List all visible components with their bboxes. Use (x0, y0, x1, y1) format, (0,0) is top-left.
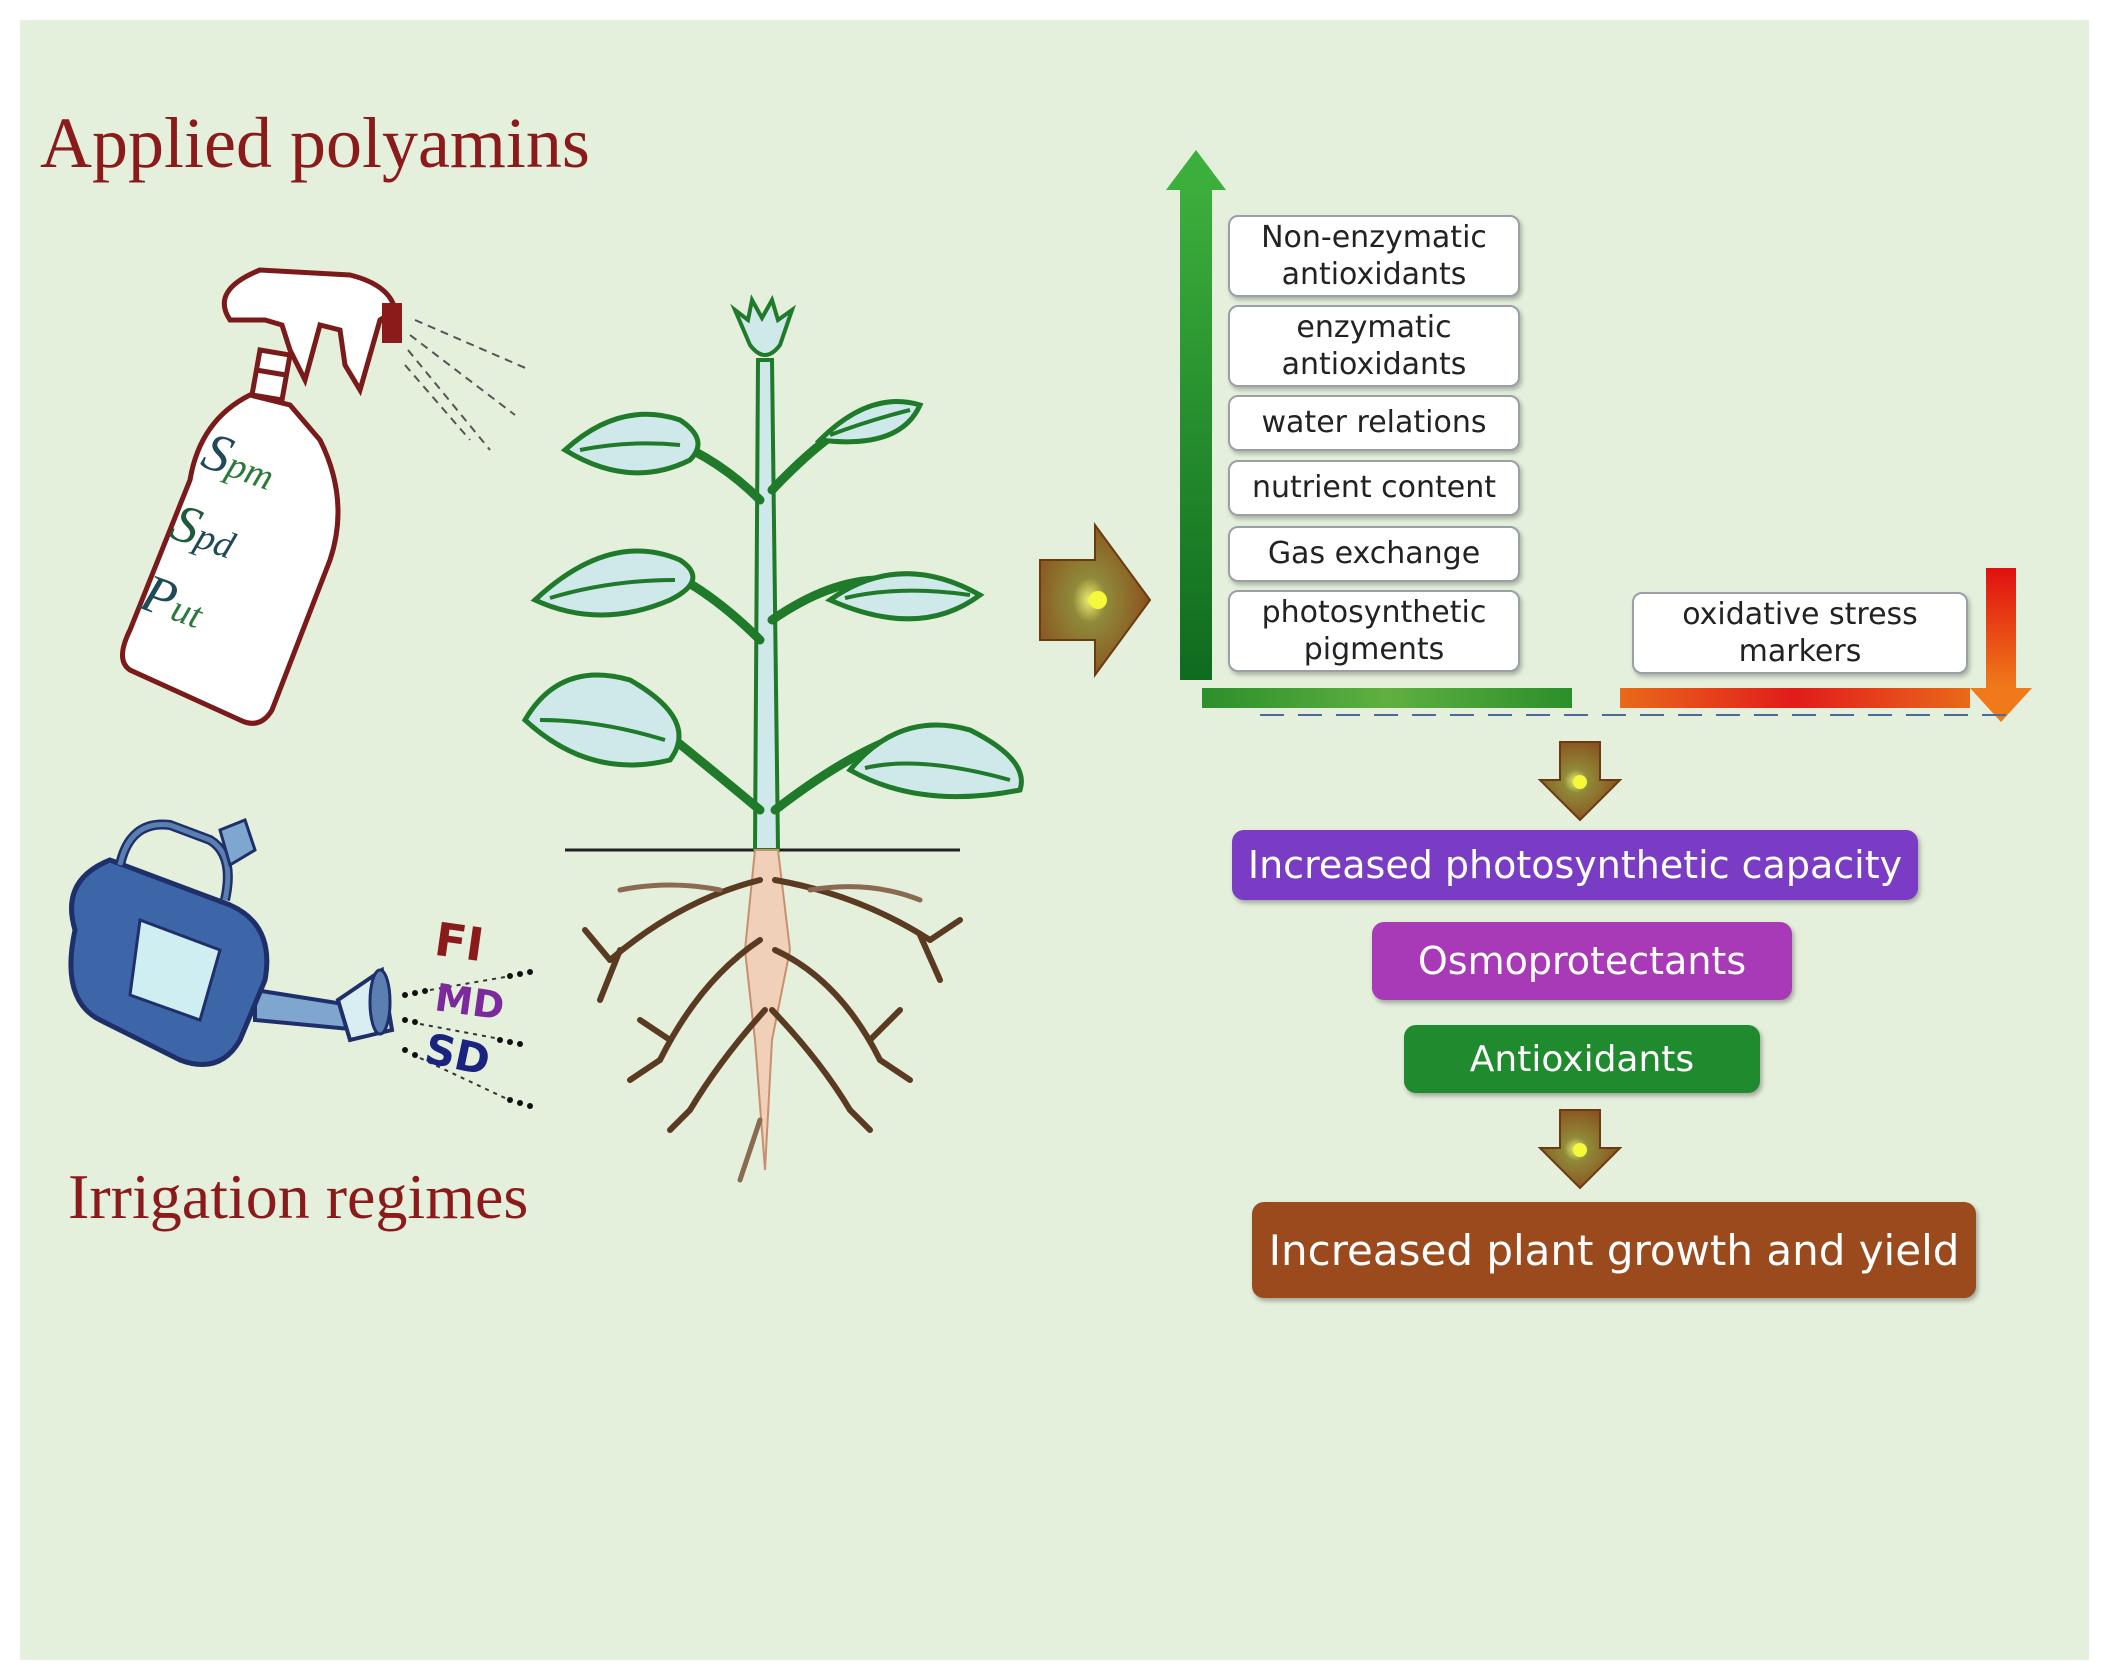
increased-photosynthetic-capacity-box: Increased photosynthetic capacity (1232, 830, 1918, 900)
box-photosynthetic-pigments: photosynthetic pigments (1228, 590, 1520, 672)
box-enzymatic-antioxidants: enzymatic antioxidants (1228, 305, 1520, 387)
irrigation-regimes-title: Irrigation regimes (68, 1161, 529, 1232)
watering-can-icon (68, 818, 533, 1109)
applied-polyamines-title: Applied polyamins (40, 103, 590, 183)
osmoprotectants-box: Osmoprotectants (1372, 922, 1792, 1000)
down-arrow-icon-1 (1537, 741, 1623, 822)
increase-baseline-bar (1202, 688, 1572, 708)
increased-plant-growth-and-yield-box: Increased plant growth and yield (1252, 1202, 1976, 1298)
box-nutrient-content: nutrient content (1228, 460, 1520, 516)
down-arrow-icon-2 (1537, 1109, 1623, 1190)
fi-label: FI (431, 911, 488, 973)
decrease-baseline-bar (1620, 688, 1970, 708)
box-water-relations: water relations (1228, 395, 1520, 451)
spray-bottle-icon (120, 267, 531, 726)
plant-icon (521, 294, 1024, 1183)
box-oxidative-stress-markers: oxidative stress markers (1632, 592, 1968, 674)
antioxidants-box: Antioxidants (1404, 1025, 1760, 1093)
illustration-layer (68, 150, 2032, 1190)
md-label: MD (432, 975, 508, 1029)
box-gas-exchange: Gas exchange (1228, 526, 1520, 582)
increase-arrow-icon (1166, 150, 1226, 680)
figure-canvas: Applied polyamins Irrigation regimes (20, 20, 2089, 1660)
decrease-arrow-icon (1970, 568, 2032, 722)
box-non-enzymatic-antioxidants: Non-enzymatic antioxidants (1228, 215, 1520, 297)
